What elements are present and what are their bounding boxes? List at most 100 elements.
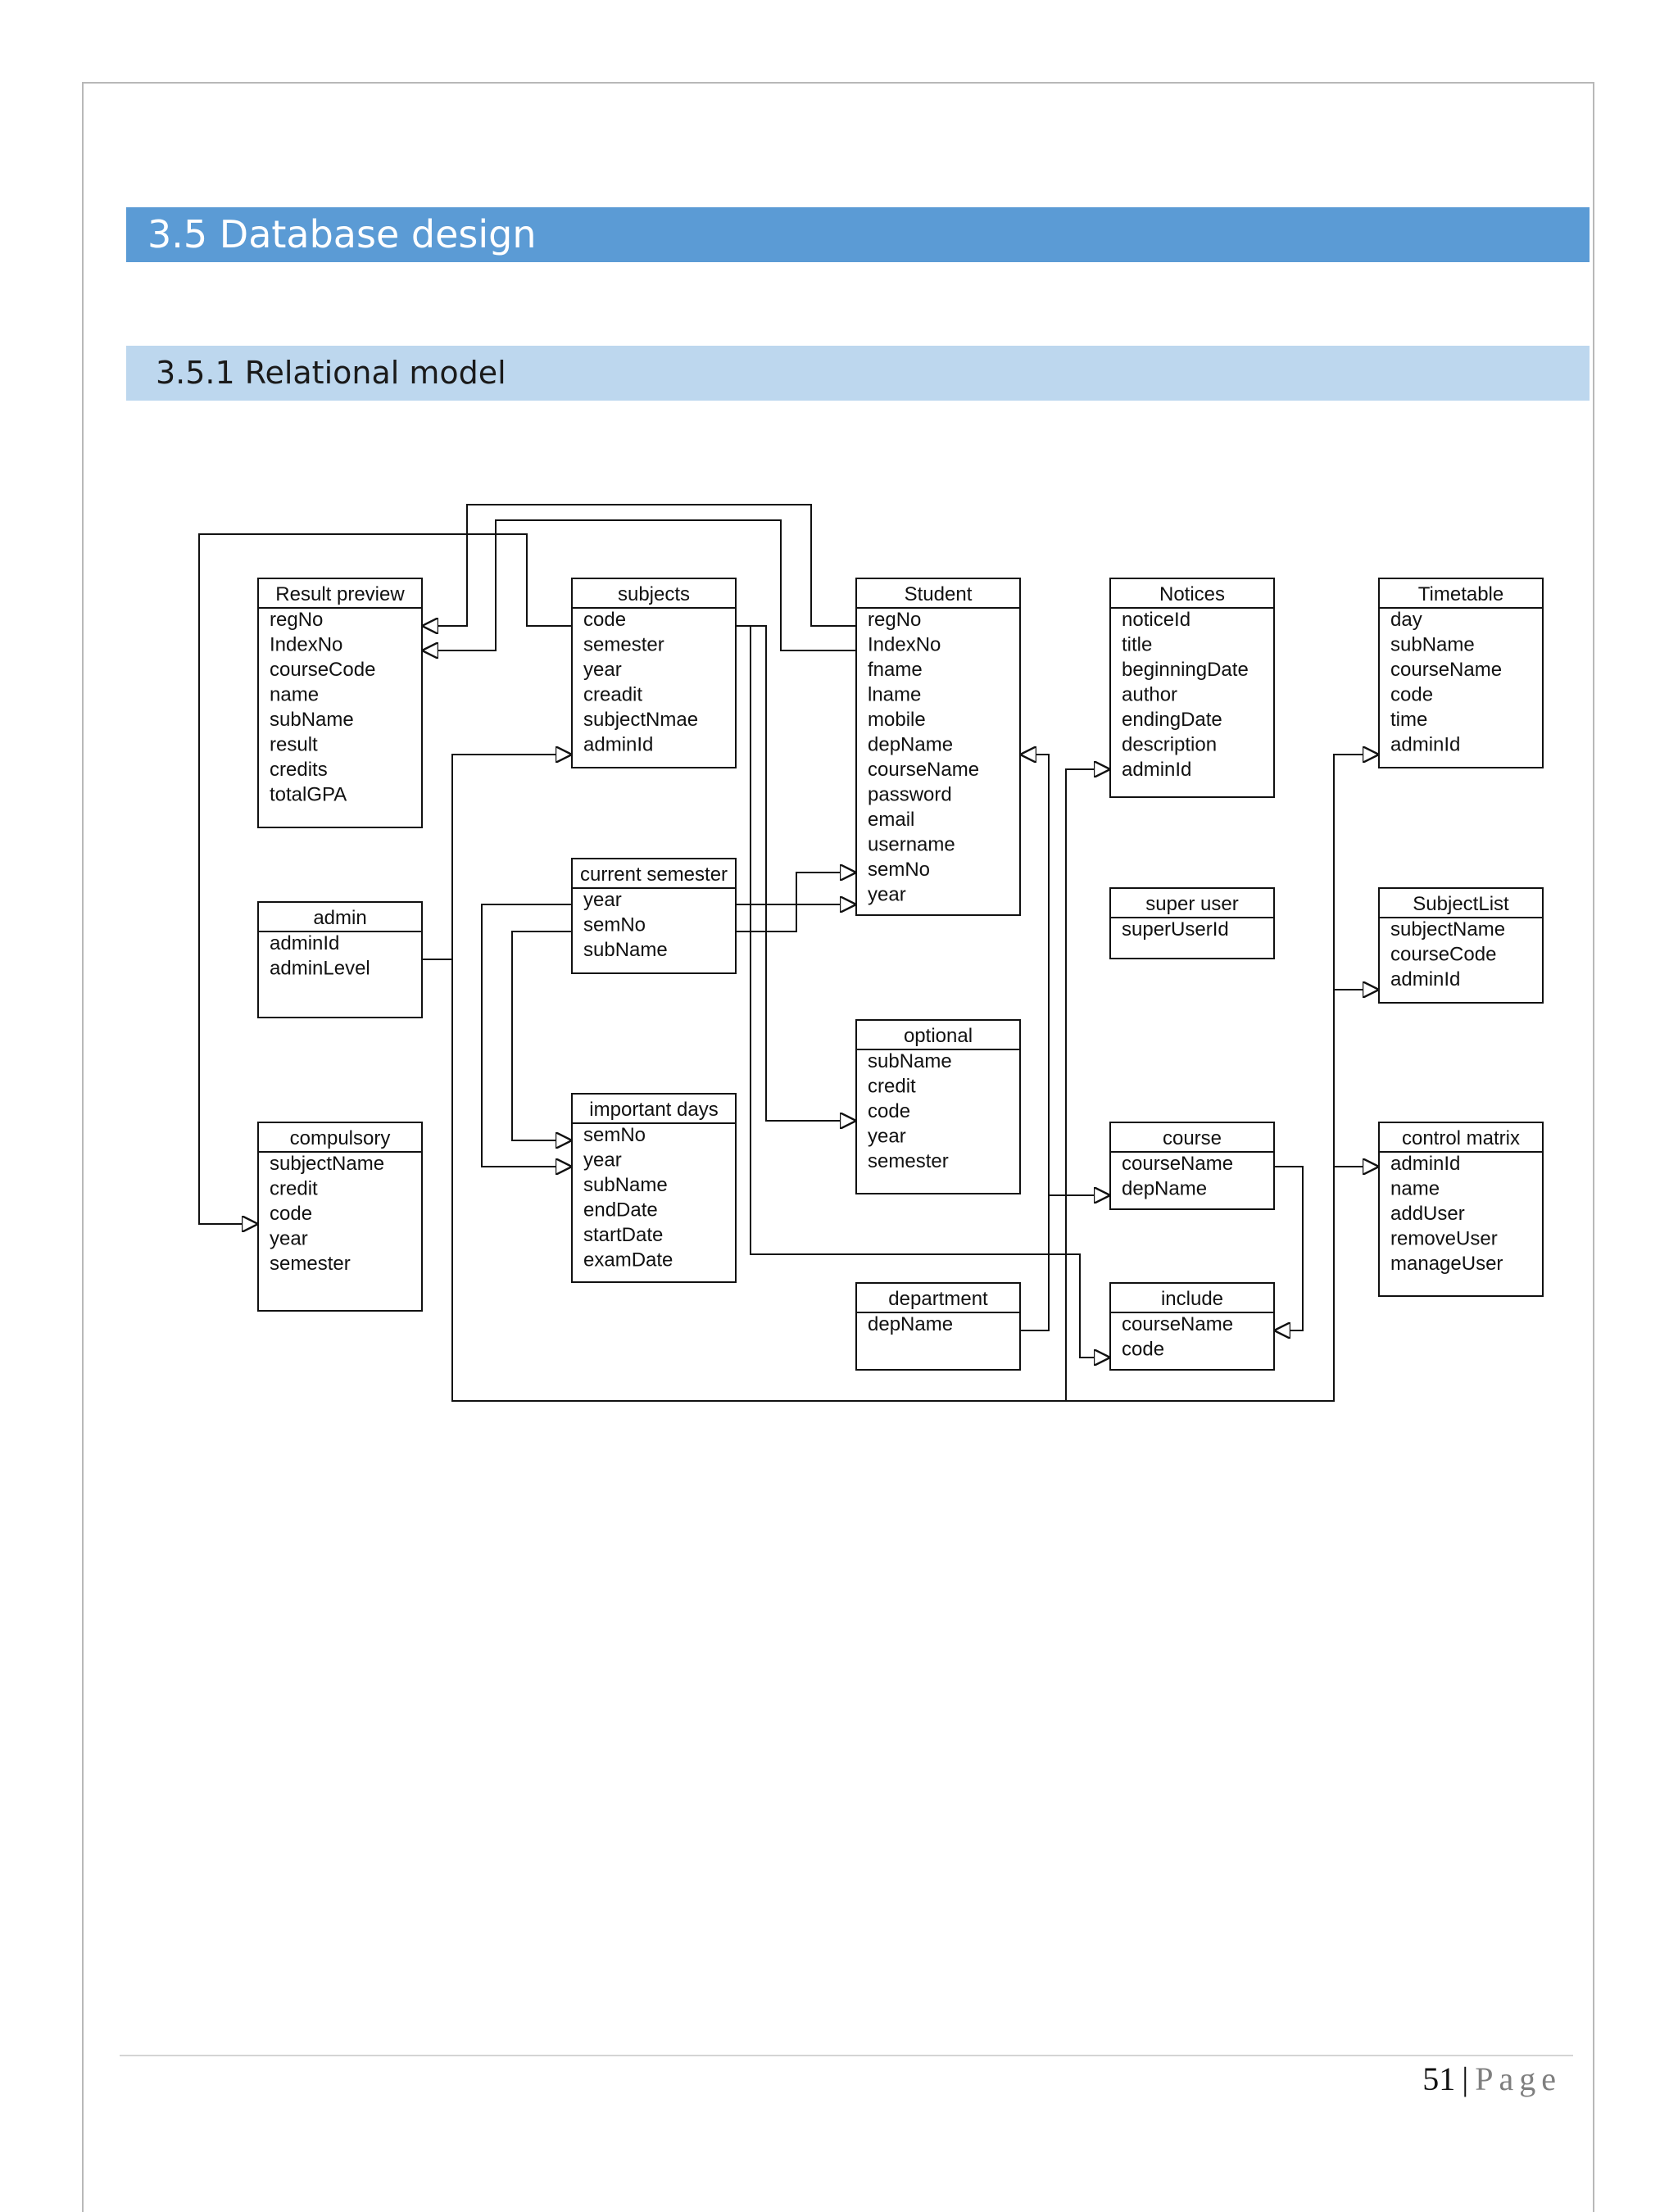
table-field: depName	[868, 1313, 953, 1335]
table-field: year	[868, 1126, 906, 1148]
table-title: admin	[313, 907, 366, 929]
table-field: adminId	[1390, 1153, 1460, 1175]
table-field: year	[583, 889, 622, 911]
table-timetable: TimetabledaysubNamecourseNamecodetimeadm…	[1378, 578, 1544, 768]
table-field: author	[1122, 684, 1177, 706]
page-footer: 51|Page	[1422, 2060, 1562, 2098]
table-title: Result preview	[275, 583, 405, 605]
table-department: department depName	[855, 1282, 1021, 1371]
table-field: creadit	[583, 684, 642, 706]
table-title: subjects	[618, 583, 690, 605]
connector-subjects-include	[750, 626, 1110, 1358]
table-field: totalGPA	[270, 784, 347, 806]
table-box	[1109, 1122, 1275, 1210]
table-field: code	[583, 609, 626, 631]
table-notices: NoticesnoticeIdtitlebeginningDateauthore…	[1109, 578, 1275, 798]
connector-course-include	[1274, 1166, 1304, 1330]
table-field: endDate	[583, 1199, 658, 1222]
table-field: examDate	[583, 1249, 673, 1271]
table-title: compulsory	[290, 1127, 391, 1149]
table-field: adminId	[270, 932, 339, 954]
connector-department-student	[1018, 755, 1050, 1331]
table-field: subName	[270, 709, 354, 731]
connector-student-regno	[422, 504, 856, 626]
table-field: subjectNmae	[583, 709, 698, 731]
table-field: code	[868, 1100, 910, 1122]
connector-admin-adminid-bus	[451, 755, 1379, 1402]
table-field: beginningDate	[1122, 659, 1249, 681]
table-field: IndexNo	[868, 634, 941, 656]
table-box	[855, 578, 1021, 916]
table-field: manageUser	[1390, 1253, 1503, 1275]
table-field: superUserId	[1122, 918, 1229, 941]
table-field: courseName	[1390, 659, 1502, 681]
connector-currentsem-impdays-year	[481, 904, 572, 1167]
table-title: SubjectList	[1413, 893, 1509, 915]
table-title: optional	[904, 1025, 973, 1047]
table-box	[1109, 1282, 1275, 1371]
table-box	[1109, 578, 1275, 798]
table-field: regNo	[270, 609, 323, 631]
table-field: adminLevel	[270, 958, 370, 980]
table-field: year	[868, 884, 906, 906]
table-field: mobile	[868, 709, 926, 731]
table-field: fname	[868, 659, 923, 681]
table-subjects: subjectscodesemesteryearcreaditsubjectNm…	[571, 578, 737, 768]
page-word: Page	[1475, 2060, 1562, 2097]
table-title: Timetable	[1418, 583, 1503, 605]
table-field: adminId	[1390, 734, 1460, 756]
subsection-heading-band: 3.5.1 Relational model	[126, 346, 1590, 401]
table-field: credit	[270, 1178, 318, 1200]
table-field: courseName	[1122, 1313, 1233, 1335]
table-field: semester	[270, 1253, 351, 1275]
table-field: semNo	[583, 914, 646, 936]
connector-currentsem-semno	[736, 873, 856, 932]
table-box	[257, 578, 423, 828]
table-title: department	[888, 1288, 988, 1310]
table-box	[571, 1093, 737, 1283]
table-field: IndexNo	[270, 634, 342, 656]
table-field: title	[1122, 634, 1152, 656]
table-field: subName	[868, 1050, 952, 1072]
table-title: control matrix	[1402, 1127, 1520, 1149]
table-field: day	[1390, 609, 1422, 631]
table-field: year	[583, 1149, 622, 1172]
table-box	[1378, 578, 1544, 768]
table-field: regNo	[868, 609, 921, 631]
table-field: code	[1122, 1339, 1164, 1361]
table-box	[1378, 887, 1544, 1004]
table-box	[257, 901, 423, 1018]
connector-admin-adminid-subjects	[422, 755, 572, 960]
table-control-matrix: control matrixadminIdnameaddUserremoveUs…	[1378, 1122, 1544, 1297]
table-field: email	[868, 809, 914, 831]
table-title: course	[1163, 1127, 1222, 1149]
table-field: courseCode	[270, 659, 375, 681]
table-field: semNo	[583, 1124, 646, 1146]
connector-currentsem-impdays-semno	[511, 931, 572, 1140]
table-field: adminId	[583, 734, 653, 756]
table-field: semester	[583, 634, 664, 656]
table-field: credits	[270, 759, 328, 781]
table-box	[257, 1122, 423, 1312]
section-heading-band: 3.5 Database design	[126, 207, 1590, 262]
connector-student-indexno	[422, 519, 856, 650]
table-field: time	[1390, 709, 1427, 731]
table-field: adminId	[1390, 968, 1460, 990]
table-field: depName	[1122, 1178, 1207, 1200]
table-field: addUser	[1390, 1203, 1465, 1225]
table-field: courseName	[1122, 1153, 1233, 1175]
table-title: current semester	[580, 863, 728, 886]
table-compulsory: compulsorysubjectNamecreditcodeyearsemes…	[257, 1122, 423, 1312]
connector-subjects-code	[198, 533, 572, 1224]
table-field: courseName	[868, 759, 979, 781]
table-field: subName	[583, 1174, 668, 1196]
table-field: name	[270, 684, 319, 706]
section-heading: 3.5 Database design	[147, 212, 537, 256]
table-field: subjectName	[1390, 918, 1505, 941]
table-field: removeUser	[1390, 1228, 1498, 1250]
